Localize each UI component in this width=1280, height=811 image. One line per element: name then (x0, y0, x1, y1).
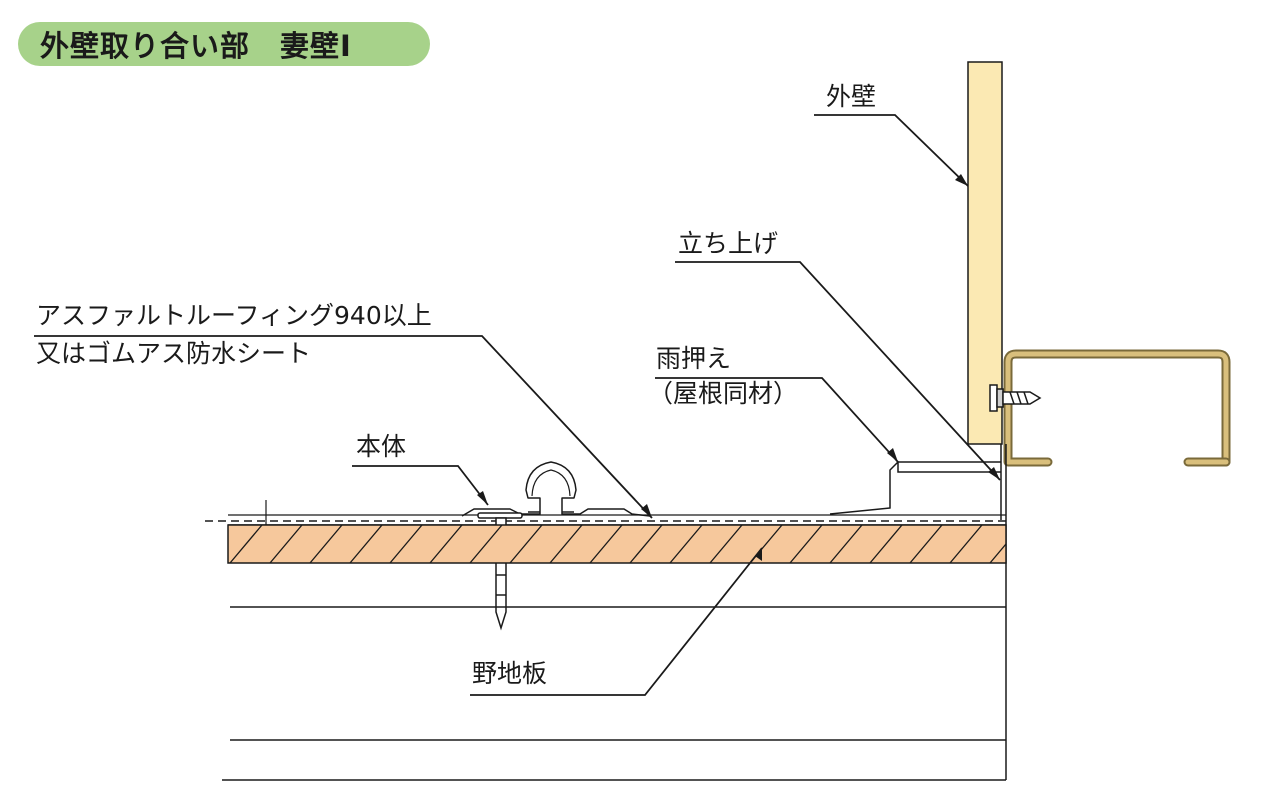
roof-panel-body (461, 461, 651, 517)
label-roofing-line1: アスファルトルーフィング940以上 (36, 301, 432, 330)
wall-bracket (1003, 349, 1231, 467)
leader-roofing (34, 335, 653, 519)
outer-wall-panel (967, 61, 1003, 445)
upstand-sheet (1000, 444, 1007, 780)
flashing-profile (829, 461, 1001, 515)
leader-body (352, 465, 489, 506)
page-title: 外壁取り合い部 妻壁Ⅰ (40, 29, 352, 63)
leader-sheathing (470, 547, 763, 696)
leader-arrowheads (477, 174, 1000, 561)
label-body: 本体 (356, 432, 407, 461)
label-outer-wall: 外壁 (826, 82, 877, 111)
leader-flashing (655, 377, 899, 463)
label-flashing-line1: 雨押え (656, 344, 732, 373)
board-hatching (229, 525, 1006, 563)
title-badge: 外壁取り合い部 妻壁Ⅰ (18, 22, 430, 66)
structure-lines (222, 606, 1006, 781)
leader-upstand (675, 261, 1001, 481)
label-upstand: 立ち上げ (678, 229, 779, 258)
label-roofing-line2: 又はゴムアス防水シート (36, 339, 312, 368)
label-flashing-line2: （屋根同材） (648, 379, 799, 408)
bracket-screw (989, 384, 1042, 412)
leader-outer-wall (814, 114, 969, 187)
label-sheathing: 野地板 (472, 659, 548, 688)
leader-lines (34, 114, 1001, 696)
